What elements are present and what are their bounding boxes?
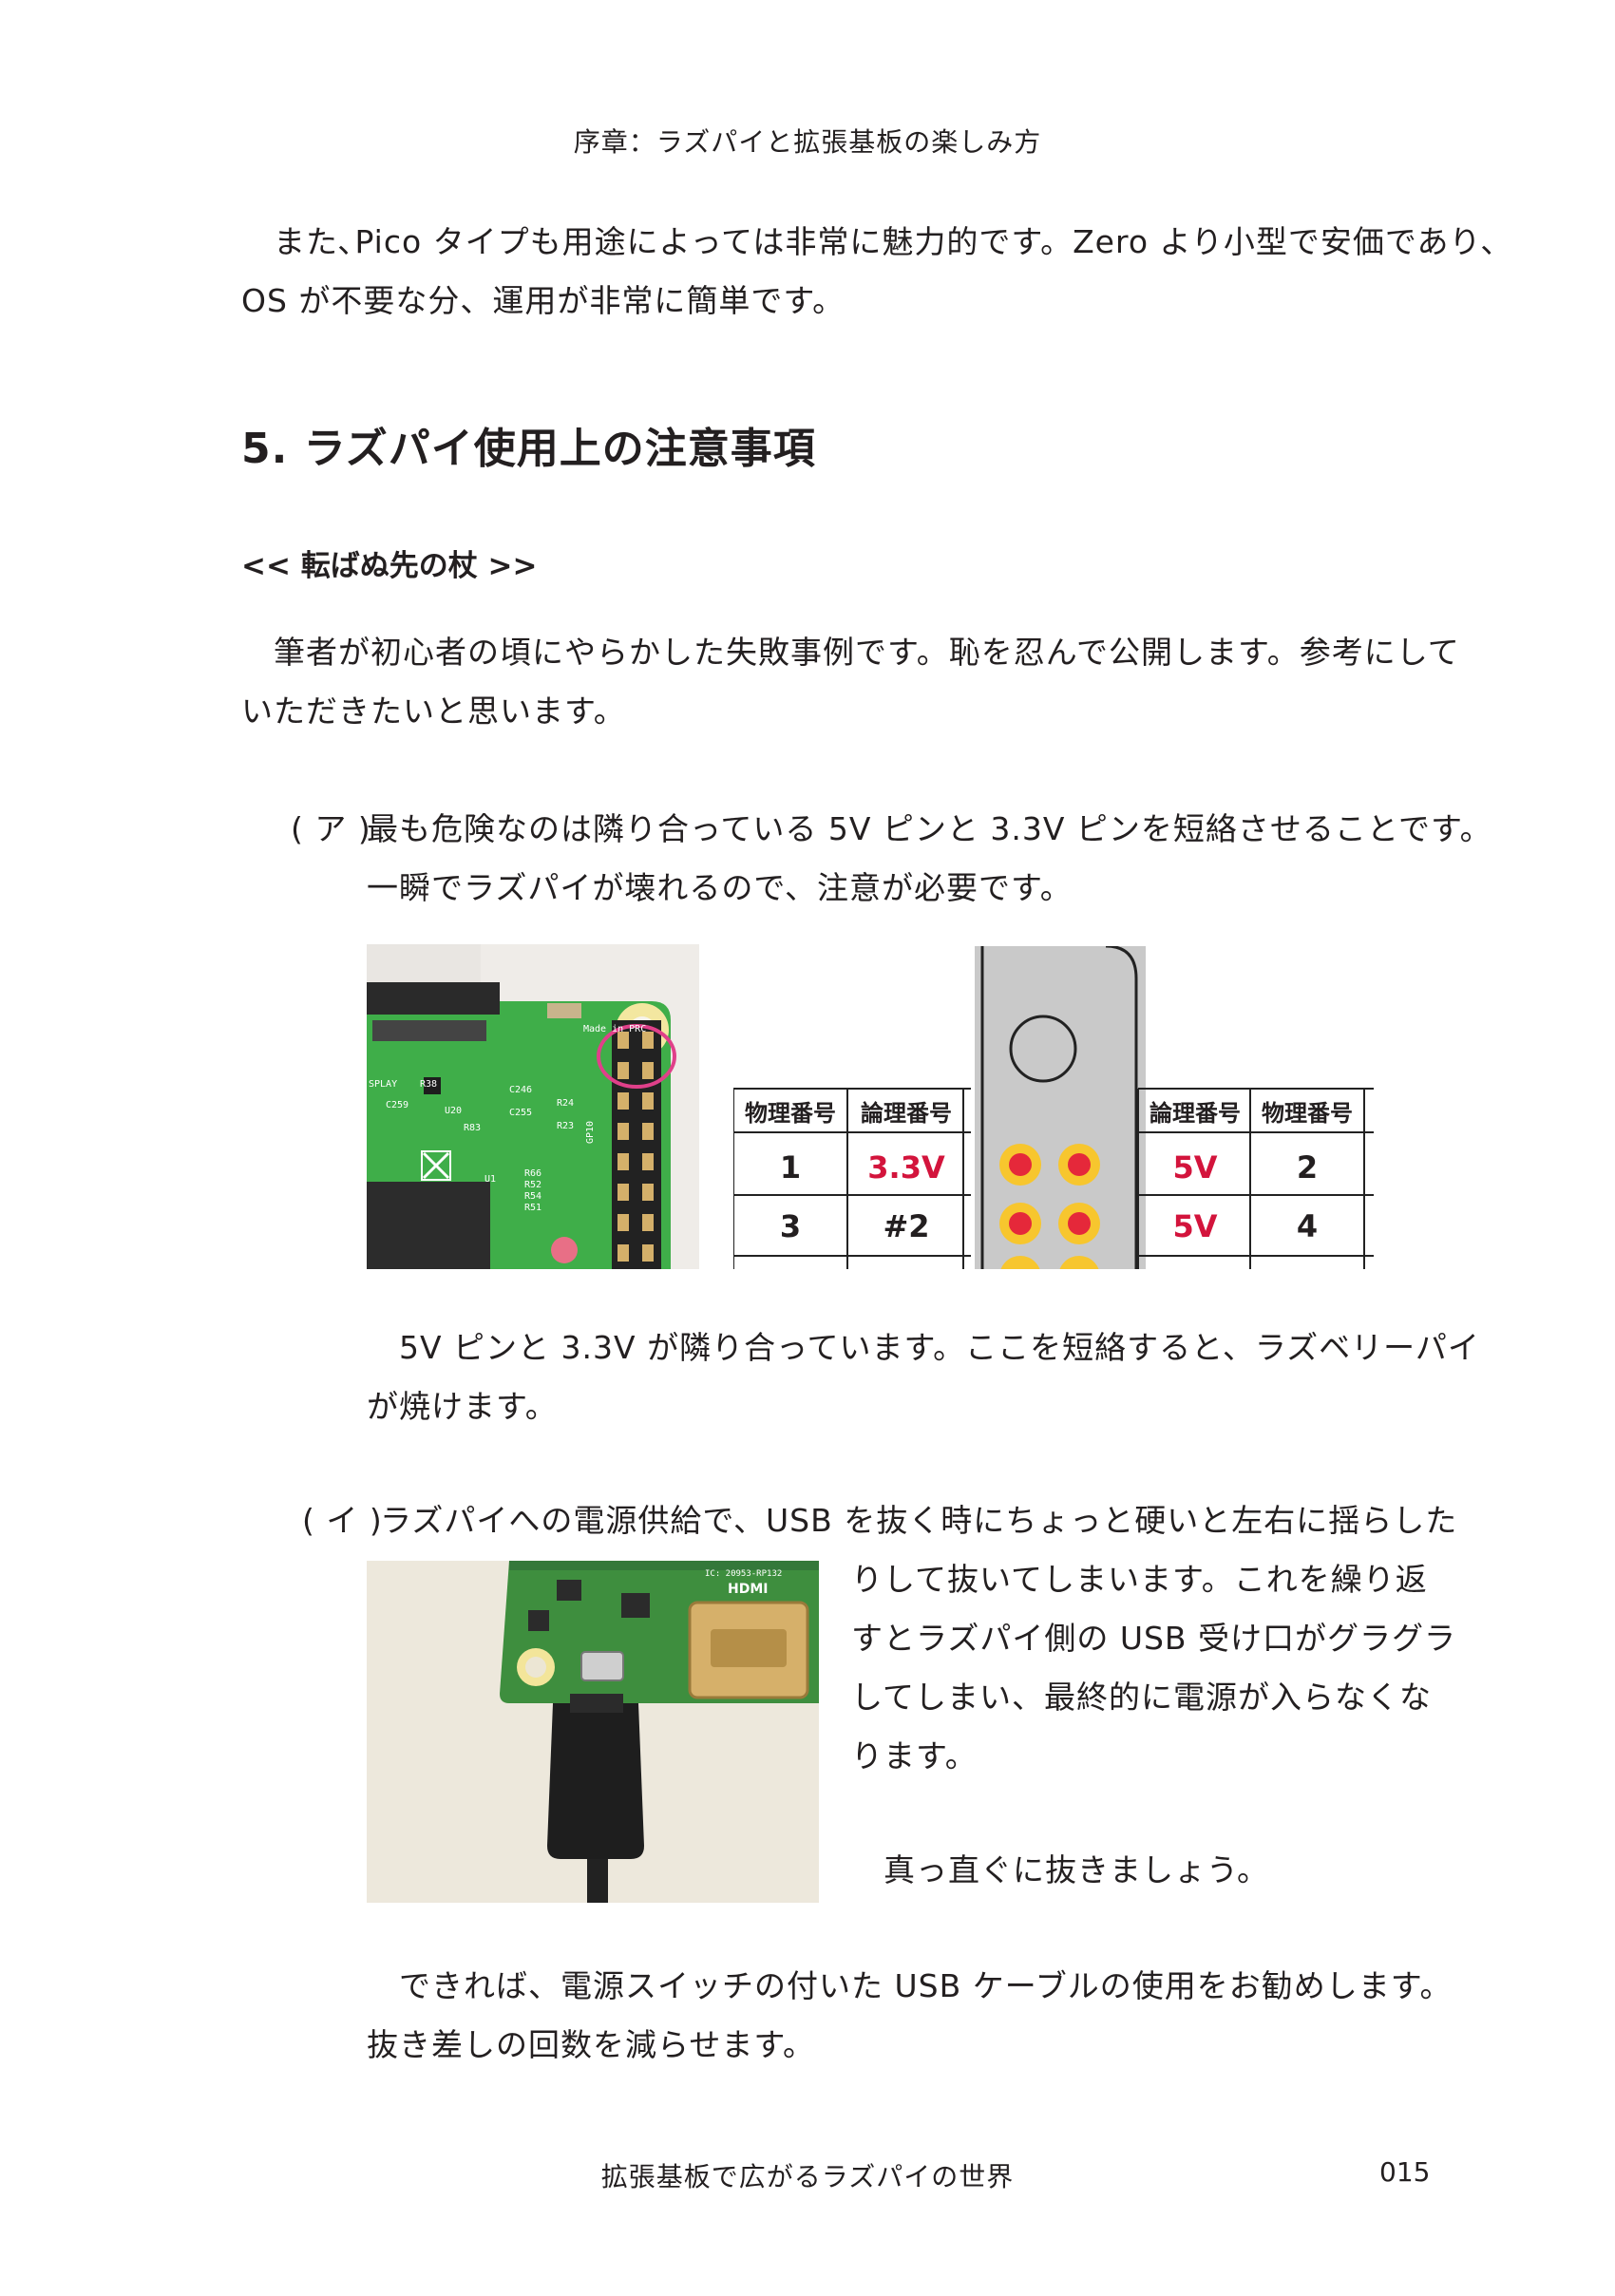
intro-line-1: また､Pico タイプも用途によっては非常に魅力的です。Zero より小型で安価… [241,223,1513,260]
pin-table: 物理番号 論理番号 論理番号 物理番号 1 3.3V 5V 2 3 #2 5V … [733,946,1374,1269]
item-b-line-1: ラズパイへの電源供給で、USB を抜く時にちょっと硬いと左右に揺らした [380,1502,1458,1539]
highlight-circle [597,1024,676,1089]
usb-illustration: HDMI IC: 20953-RP132 [367,1561,819,1903]
board-label: R54 [524,1191,542,1202]
item-a-caption-line-1: 5V ピンと 3.3V が隣り合っています。ここを短絡すると、ラズベリーパイ [367,1329,1480,1366]
table-header: 物理番号 [745,1100,836,1127]
item-b-line-3: すとラズパイ側の USB 受け口がグラグラ [851,1620,1457,1657]
item-a-caption-line-2: が焼けます。 [367,1388,558,1425]
item-a-marker: ( ア ) [291,810,371,847]
table-cell: 5V [1172,1149,1217,1186]
board-label: HDMI [728,1582,768,1597]
item-b-line-4: してしまい、最終的に電源が入らなくな [851,1679,1433,1716]
board-label: GP10 [585,1121,596,1144]
board-label: U1 [484,1174,496,1185]
preface-line-1: 筆者が初心者の頃にやらかした失敗事例です。恥を忍んで公開します。参考にして [241,634,1460,671]
table-header: 物理番号 [1262,1100,1353,1127]
table-cell: 1 [780,1149,801,1186]
table-cell: #2 [883,1208,929,1244]
item-b-advice: 真っ直ぐに抜きましょう。 [851,1851,1270,1888]
board-label: C246 [509,1085,532,1095]
board-label: C255 [509,1108,532,1118]
sub-heading: << 転ばぬ先の杖 >> [241,549,538,583]
section-heading: 5. ラズパイ使用上の注意事項 [241,425,816,473]
board-label: R38 [420,1079,437,1090]
table-cell: 3 [780,1208,801,1244]
board-illustration: Made in PRC SPLAY GP10 C246 C255 R24 R23… [367,944,699,1269]
item-b-line-2: りして抜いてしまいます。これを繰り返 [851,1561,1428,1598]
board-label: R24 [557,1098,574,1109]
table-header: 論理番号 [861,1100,952,1127]
item-b-line-5: ります。 [851,1737,978,1774]
page-number: 015 [1379,2156,1431,2188]
board-label: Made in PRC [583,1024,646,1034]
board-label: R83 [464,1123,481,1133]
item-a-line-2: 一瞬でラズパイが壊れるので、注意が必要です。 [367,869,1073,906]
board-label: C259 [386,1100,408,1110]
preface-line-2: いただきたいと思います。 [241,693,626,730]
board-label: R23 [557,1121,574,1131]
board-label: R52 [524,1180,542,1190]
table-header: 論理番号 [1150,1100,1241,1127]
board-label: R51 [524,1203,542,1213]
table-cell: 4 [1297,1208,1318,1244]
table-cell: 5V [1172,1208,1217,1244]
item-a-line-1: 最も危険なのは隣り合っている 5V ピンと 3.3V ピンを短絡させることです。 [367,810,1492,847]
board-label: U20 [445,1106,462,1116]
intro-line-2: OS が不要な分、運用が非常に簡単です。 [241,282,846,319]
item-b-marker: ( イ ) [302,1502,383,1539]
closing-line-1: できれば、電源スイッチの付いた USB ケーブルの使用をお勧めします。 [367,1967,1453,2004]
board-label: R66 [524,1168,542,1179]
usb-photo: HDMI IC: 20953-RP132 [367,1561,819,1903]
board-photo: Made in PRC SPLAY GP10 C246 C255 R24 R23… [367,944,699,1269]
running-header: 序章：ラズパイと拡張基板の楽しみ方 [573,126,1042,158]
pin-table-illustration: 物理番号 論理番号 論理番号 物理番号 1 3.3V 5V 2 3 #2 5V … [733,946,1374,1269]
table-cell: 2 [1297,1149,1318,1186]
board-label: SPLAY [369,1079,397,1090]
pin-markers [999,1144,1100,1269]
footer-title: 拡張基板で広がるラズパイの世界 [600,2161,1015,2192]
board-label: IC: 20953-RP132 [705,1569,782,1579]
closing-line-2: 抜き差しの回数を減らせます。 [367,2026,816,2063]
table-cell: 3.3V [867,1149,945,1186]
